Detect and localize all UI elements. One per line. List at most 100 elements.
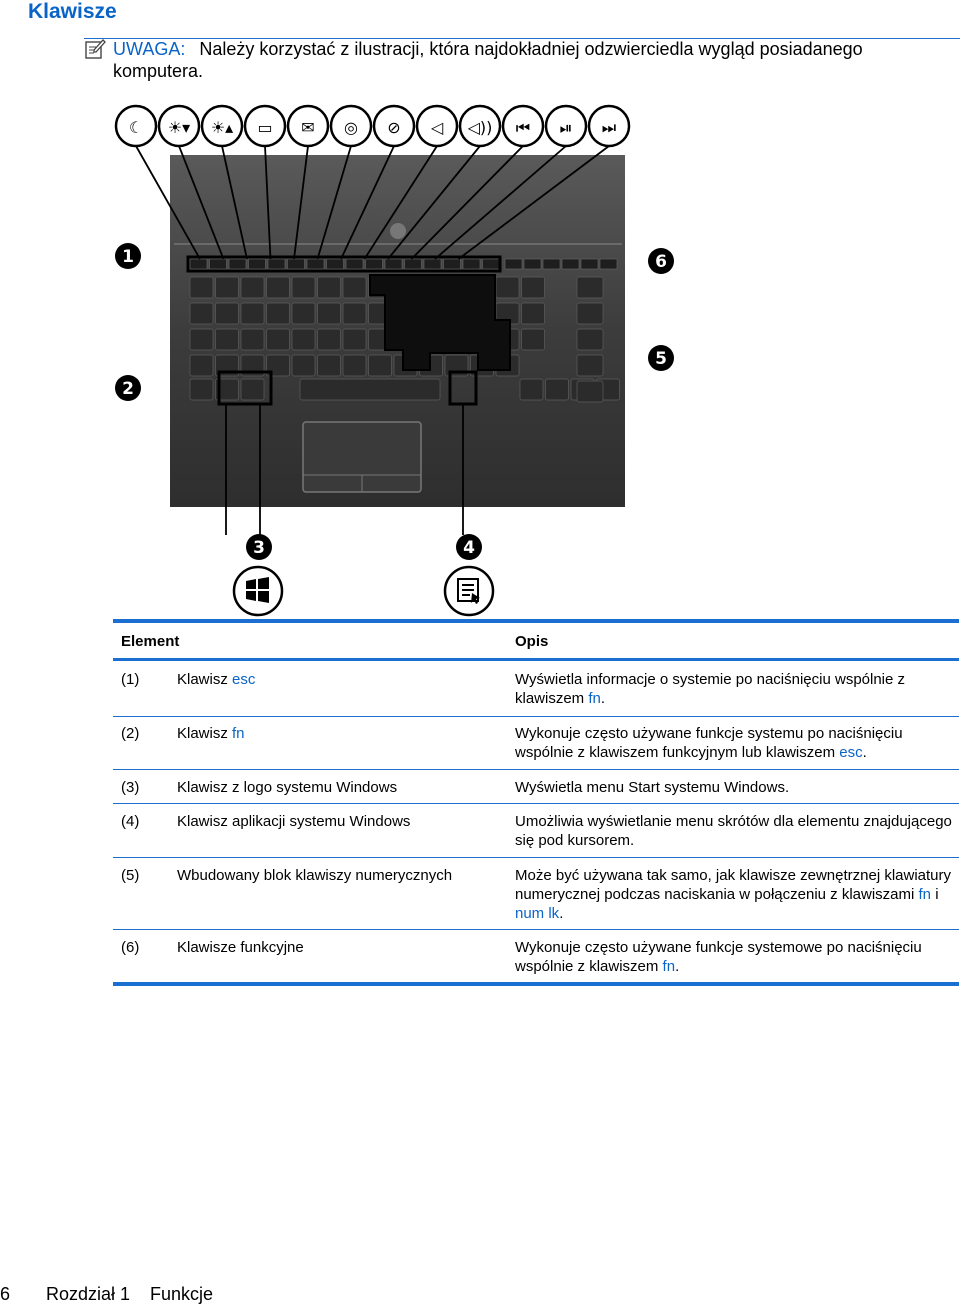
function-key: [189, 258, 208, 270]
spacebar: [299, 378, 441, 401]
row-description: Wyświetla informacje o systemie po naciś…: [515, 671, 906, 707]
key: [189, 276, 214, 299]
key: [542, 258, 561, 270]
callout-6: 6: [648, 248, 674, 274]
key: [342, 302, 367, 325]
previous-track-icon: ⏮: [501, 104, 545, 148]
svg-text:▭: ▭: [257, 118, 272, 137]
key: [215, 378, 239, 401]
function-key-row: [189, 258, 618, 270]
svg-text:⏭: ⏭: [602, 118, 616, 137]
table-bottom-rule: [113, 982, 959, 986]
key: [240, 378, 265, 401]
header-element: Element: [121, 633, 180, 650]
function-key: [443, 258, 461, 270]
power-button: [390, 223, 406, 239]
key: [266, 276, 290, 299]
row-description: Wykonuje często używane funkcje systemow…: [515, 939, 922, 975]
key: [561, 258, 580, 270]
key: [240, 276, 265, 299]
svg-text:1: 1: [122, 247, 134, 267]
key: [215, 302, 239, 325]
key-name: esc: [839, 744, 863, 761]
callout-4: 4: [456, 534, 482, 560]
key-name: fn: [662, 958, 676, 975]
svg-text:⊘: ⊘: [387, 118, 400, 137]
svg-text:☀▴: ☀▴: [211, 118, 233, 137]
svg-text:☀▾: ☀▾: [168, 118, 190, 137]
key: [317, 328, 341, 351]
key: [342, 276, 367, 299]
section-label: Funkcje: [150, 1284, 214, 1304]
key: [189, 378, 214, 401]
table-header-rule: [113, 658, 959, 661]
web-browser-icon: ◎: [329, 104, 373, 148]
key: [215, 276, 239, 299]
svg-text:⏯: ⏯: [560, 118, 573, 137]
key: [521, 302, 545, 325]
function-key: [209, 258, 227, 270]
row-number: (3): [121, 779, 140, 796]
fn-win-highlight: [217, 370, 273, 406]
note: UWAGA:Należy korzystać z ilustracji, któ…: [113, 38, 933, 82]
volume-down-icon: ◁: [415, 104, 459, 148]
key: [521, 276, 545, 299]
row-element: Klawisz esc: [177, 671, 256, 688]
page-title: Klawisze: [28, 0, 117, 23]
moon-icon: ☾: [114, 104, 158, 148]
key: [317, 302, 341, 325]
fkey-highlight: [186, 255, 502, 273]
row-element: Wbudowany blok klawiszy numerycznych: [177, 867, 453, 884]
function-key: [423, 258, 442, 270]
function-key: [287, 258, 305, 270]
row-rule: [113, 716, 959, 717]
key: [291, 328, 316, 351]
function-key: [267, 258, 286, 270]
key: [189, 302, 214, 325]
function-key: [462, 258, 481, 270]
applications-menu-icon: [443, 565, 495, 617]
key: [521, 328, 545, 351]
key: [576, 276, 604, 299]
key: [580, 258, 599, 270]
row-rule: [113, 803, 959, 804]
key: [519, 378, 544, 401]
function-key: [384, 258, 403, 270]
row-description: Umożliwia wyświetlanie menu skrótów dla …: [515, 813, 952, 849]
chapter-label: Rozdział 1: [46, 1284, 131, 1304]
svg-text:2: 2: [122, 379, 134, 399]
key: [240, 328, 265, 351]
header-description: Opis: [515, 633, 549, 650]
mute-icon: ⊘: [372, 104, 416, 148]
svg-text:⏮: ⏮: [516, 118, 530, 137]
key: [240, 302, 265, 325]
key: [599, 258, 618, 270]
key: [266, 328, 290, 351]
key: [495, 276, 520, 299]
note-pencil-icon: [85, 39, 106, 59]
key: [317, 276, 341, 299]
svg-text:☾: ☾: [129, 118, 143, 137]
svg-text:◁: ◁: [430, 118, 444, 137]
row-element: Klawisze funkcyjne: [177, 939, 304, 956]
key-name: fn: [588, 690, 601, 707]
svg-text:6: 6: [655, 252, 667, 272]
function-key: [306, 258, 325, 270]
table-top-rule: [113, 619, 959, 623]
key: [576, 302, 604, 325]
row-number: (4): [121, 813, 140, 830]
app-key-highlight: [448, 370, 478, 406]
row-description: Wykonuje często używane funkcje systemu …: [515, 725, 903, 761]
function-key: [404, 258, 422, 270]
row-element: Klawisz fn: [177, 725, 245, 742]
row-element: Klawisz z logo systemu Windows: [177, 779, 398, 796]
play-pause-icon: ⏯: [544, 104, 588, 148]
note-rule: [84, 38, 960, 39]
key: [266, 302, 290, 325]
brightness-down-icon: ☀▾: [157, 104, 201, 148]
svg-text:3: 3: [253, 538, 265, 558]
key: [368, 354, 392, 377]
callout-3: 3: [246, 534, 272, 560]
key: [291, 276, 316, 299]
row-rule: [113, 769, 959, 770]
